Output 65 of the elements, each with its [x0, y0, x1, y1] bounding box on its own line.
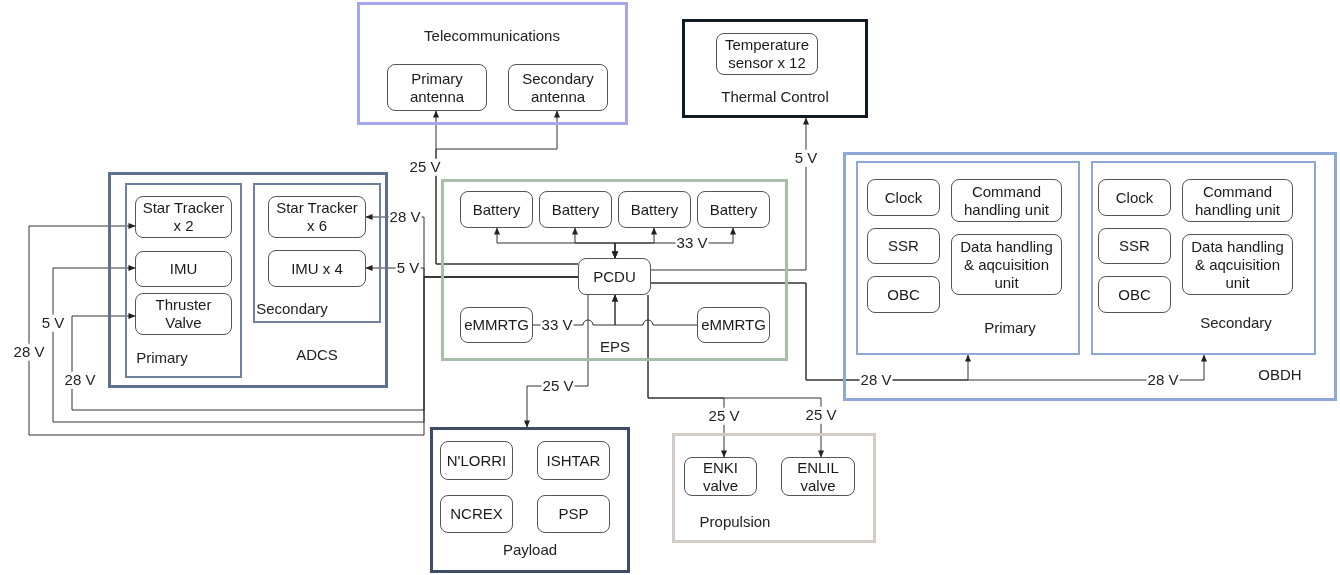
component-box: Secondary antenna [508, 64, 608, 111]
connector-arrow [28, 222, 579, 436]
panel-title: Primary [984, 317, 1036, 338]
component-box: ENLIL valve [781, 457, 855, 496]
panel-title: Payload [502, 539, 558, 560]
component-box: ISHTAR [537, 441, 610, 480]
component-box: SSR [1098, 228, 1171, 264]
subsystem-panel [108, 172, 388, 388]
subsystem-panel [1091, 161, 1316, 355]
subsystem-panel [441, 179, 788, 361]
component-box: Battery [697, 191, 770, 228]
component-box: OBC [867, 276, 940, 313]
component-box: Primary antenna [387, 64, 487, 111]
component-box: PSP [537, 495, 610, 533]
panel-title: Secondary [1200, 312, 1272, 333]
edge-label: 28 V [63, 371, 97, 389]
component-box: N'LORRI [440, 441, 513, 480]
subsystem-panel [253, 183, 381, 323]
component-box: eMMRTG [697, 307, 770, 343]
subsystem-panel [357, 2, 628, 125]
connector-arrow [650, 117, 810, 271]
edge-label: 5 V [40, 314, 66, 332]
component-box: Star Tracker x 2 [135, 196, 232, 238]
panel-title: Telecommunications [424, 25, 560, 46]
component-box: Command handling unit [1182, 179, 1293, 222]
subsystem-panel [430, 427, 630, 573]
subsystem-panel [856, 161, 1080, 355]
component-box: Star Tracker x 6 [268, 196, 366, 238]
connector-arrow [647, 294, 825, 458]
component-box: IMU [135, 251, 232, 287]
component-box: Battery [539, 191, 612, 228]
panel-title: Secondary [256, 298, 328, 319]
panel-title: Thermal Control [721, 86, 829, 107]
component-box: Data handling & aqcuisition unit [951, 234, 1062, 295]
connector-arrow [650, 282, 1208, 381]
component-box: Thruster Valve [135, 293, 232, 335]
edge-label: 28 V [12, 343, 46, 361]
component-box: Clock [1098, 179, 1171, 216]
edge-label: 5 V [793, 149, 819, 167]
edge-label: 25 V [707, 407, 741, 425]
subsystem-panel [843, 152, 1337, 401]
component-box: Clock [867, 179, 940, 216]
component-box: NCREX [440, 495, 513, 533]
component-box: ENKI valve [684, 457, 757, 496]
subsystem-panel [125, 183, 242, 378]
component-box: Temperature sensor x 12 [716, 33, 818, 75]
panel-title: EPS [600, 336, 630, 357]
component-box: Battery [618, 191, 691, 228]
component-box: SSR [867, 228, 940, 264]
component-box: eMMRTG [460, 307, 533, 343]
panel-title: Propulsion [699, 511, 771, 532]
component-box: Battery [460, 191, 533, 228]
edge-label: 25 V [804, 406, 838, 424]
component-box: IMU x 4 [268, 250, 366, 287]
edge-label: 25 V [408, 158, 442, 176]
subsystem-panel [672, 433, 876, 543]
panel-title: OBDH [1258, 364, 1302, 385]
component-box: OBC [1098, 276, 1171, 313]
panel-title: Primary [136, 347, 188, 368]
subsystem-panel [682, 19, 868, 118]
connector-arrow [611, 294, 698, 326]
component-box: Command handling unit [951, 179, 1062, 222]
component-box: PCDU [578, 258, 651, 295]
component-box: Data handling & aqcuisition unit [1182, 234, 1293, 295]
panel-title: ADCS [296, 344, 338, 365]
